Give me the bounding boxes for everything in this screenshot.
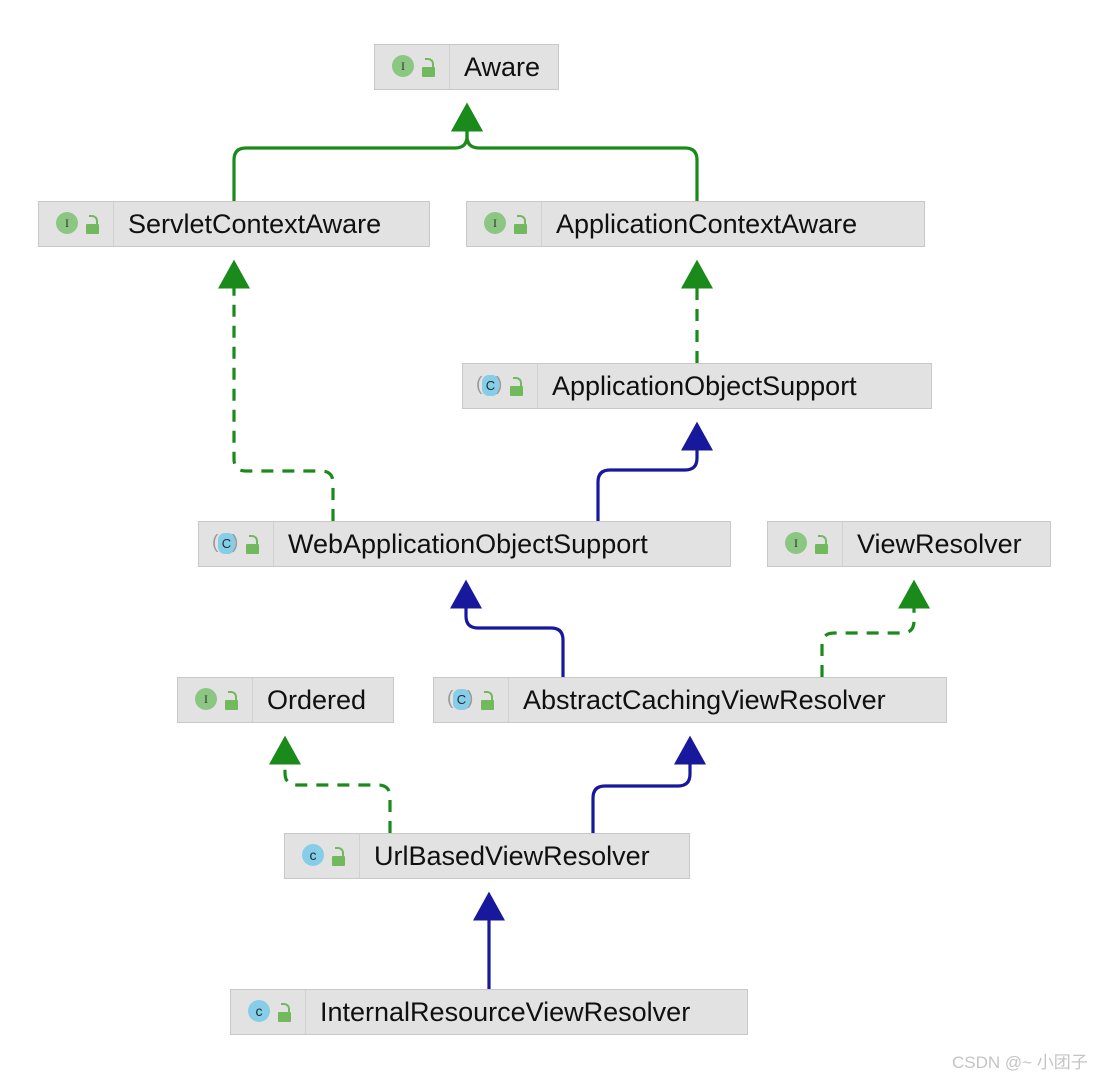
unlocked-padlock-icon (330, 846, 347, 866)
class-node-label: WebApplicationObjectSupport (288, 528, 648, 559)
watermark: CSDN @~ 小团子 (952, 1053, 1088, 1072)
edge-web-application-object-support-to-application-object-support (596, 421, 713, 521)
edge-servlet-context-aware-to-aware (232, 102, 483, 201)
class-node-abstract-caching-view-resolver[interactable]: ( C ) AbstractCachingViewResolver (433, 677, 947, 723)
abstract-class-icon: ( C ) (476, 374, 503, 396)
class-node-label: ApplicationContextAware (556, 208, 858, 239)
class-node-application-context-aware[interactable]: I ApplicationContextAware (466, 201, 925, 247)
unlocked-padlock-icon (512, 214, 529, 234)
abstract-class-icon: ( C ) (447, 688, 474, 710)
node-icon-group: c (231, 990, 306, 1034)
class-node-ordered[interactable]: I Ordered (177, 677, 394, 723)
node-icon-group: I (375, 45, 450, 89)
node-icon-group: ( C ) (463, 364, 538, 408)
class-node-label: AbstractCachingViewResolver (523, 684, 886, 715)
node-icon-group: ( C ) (434, 678, 509, 722)
edge-abstract-caching-view-resolver-to-view-resolver (820, 579, 930, 677)
edge-web-application-object-support-to-servlet-context-aware (218, 259, 335, 521)
class-node-label: InternalResourceViewResolver (320, 996, 691, 1027)
unlocked-padlock-icon (223, 690, 240, 710)
node-icon-group: I (39, 202, 114, 246)
node-icon-group: I (178, 678, 253, 722)
class-node-internal-resource-view-resolver[interactable]: c InternalResourceViewResolver (230, 989, 748, 1035)
edge-application-context-aware-to-aware (451, 102, 699, 201)
interface-icon: I (192, 687, 218, 713)
unlocked-padlock-icon (508, 376, 525, 396)
abstract-class-icon: ( C ) (212, 532, 239, 554)
node-icon-group: ( C ) (199, 522, 274, 566)
class-node-label: UrlBasedViewResolver (374, 840, 650, 871)
unlocked-padlock-icon (244, 534, 261, 554)
interface-icon: I (389, 54, 415, 80)
class-icon: c (299, 843, 325, 869)
class-node-label: ApplicationObjectSupport (552, 370, 857, 401)
class-icon: c (245, 999, 271, 1025)
class-node-label: ServletContextAware (128, 208, 382, 239)
class-node-web-application-object-support[interactable]: ( C ) WebApplicationObjectSupport (198, 521, 731, 567)
class-node-label: Aware (464, 51, 541, 82)
unlocked-padlock-icon (479, 690, 496, 710)
interface-icon: I (481, 211, 507, 237)
node-icon-group: c (285, 834, 360, 878)
class-node-label: ViewResolver (857, 528, 1022, 559)
node-icon-group: I (768, 522, 843, 566)
class-node-url-based-view-resolver[interactable]: c UrlBasedViewResolver (284, 833, 690, 879)
unlocked-padlock-icon (276, 1002, 293, 1022)
class-node-label: Ordered (267, 684, 367, 715)
class-node-aware[interactable]: I Aware (374, 44, 559, 90)
class-node-servlet-context-aware[interactable]: I ServletContextAware (38, 201, 430, 247)
class-node-application-object-support[interactable]: ( C ) ApplicationObjectSupport (462, 363, 932, 409)
node-icon-group: I (467, 202, 542, 246)
unlocked-padlock-icon (813, 534, 830, 554)
unlocked-padlock-icon (420, 57, 437, 77)
edge-abstract-caching-view-resolver-to-web-application-object-support (450, 579, 565, 677)
edge-url-based-view-resolver-to-abstract-caching-view-resolver (591, 735, 706, 833)
class-node-view-resolver[interactable]: I ViewResolver (767, 521, 1051, 567)
interface-icon: I (782, 531, 808, 557)
edge-url-based-view-resolver-to-ordered (269, 735, 392, 833)
unlocked-padlock-icon (84, 214, 101, 234)
interface-icon: I (53, 211, 79, 237)
